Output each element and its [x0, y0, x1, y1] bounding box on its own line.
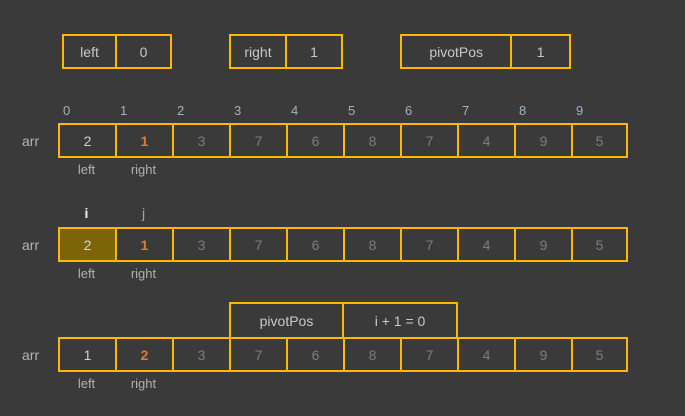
- caption-left-row-2: left: [77, 266, 96, 281]
- index-label-9: 9: [576, 103, 584, 118]
- array-cell-r2-9[interactable]: 5: [571, 227, 628, 262]
- caption-left-row-3: left: [77, 376, 96, 391]
- array-cell-r3-6[interactable]: 7: [400, 337, 457, 372]
- array-cell-r1-1[interactable]: 1: [115, 123, 172, 158]
- array-cell-r1-7[interactable]: 4: [457, 123, 514, 158]
- variable-value-right: 1: [310, 43, 318, 60]
- caption-right-row-3: right: [130, 376, 157, 391]
- index-label-5: 5: [348, 103, 356, 118]
- index-label-2: 2: [177, 103, 185, 118]
- array-label-row-1: arr: [22, 132, 40, 149]
- caption-right-row-1: right: [130, 162, 157, 177]
- array-cell-r3-4[interactable]: 6: [286, 337, 343, 372]
- variable-box-pivotpos: pivotPos 1: [400, 34, 571, 69]
- annotation-expression-i-plus-1: i + 1 = 0: [374, 313, 426, 329]
- index-ruler: 0 1 2 3 4 5 6 7 8 9: [58, 103, 628, 119]
- array-cell-r2-1[interactable]: 1: [115, 227, 172, 262]
- array-cell-r3-8[interactable]: 9: [514, 337, 571, 372]
- index-label-7: 7: [462, 103, 470, 118]
- variable-box-left: left 0: [62, 34, 172, 69]
- index-label-3: 3: [234, 103, 242, 118]
- array-cell-r1-6[interactable]: 7: [400, 123, 457, 158]
- index-label-8: 8: [519, 103, 527, 118]
- index-label-1: 1: [120, 103, 128, 118]
- index-label-4: 4: [291, 103, 299, 118]
- array-cell-r1-4[interactable]: 6: [286, 123, 343, 158]
- array-cell-r3-1[interactable]: 2: [115, 337, 172, 372]
- variable-box-right: right 1: [229, 34, 343, 69]
- pointer-j-row-2: j: [141, 205, 146, 221]
- array-cell-r2-6[interactable]: 7: [400, 227, 457, 262]
- caption-left-row-1: left: [77, 162, 96, 177]
- array-cell-r3-5[interactable]: 8: [343, 337, 400, 372]
- index-label-0: 0: [63, 103, 71, 118]
- array-cell-r1-0[interactable]: 2: [58, 123, 115, 158]
- array-cell-r2-7[interactable]: 4: [457, 227, 514, 262]
- array-row-1: 2 1 3 7 6 8 7 4 9 5: [58, 123, 628, 158]
- index-label-6: 6: [405, 103, 413, 118]
- array-cell-r2-8[interactable]: 9: [514, 227, 571, 262]
- array-cell-r1-3[interactable]: 7: [229, 123, 286, 158]
- array-cell-r3-7[interactable]: 4: [457, 337, 514, 372]
- array-cell-r2-5[interactable]: 8: [343, 227, 400, 262]
- array-cell-r3-2[interactable]: 3: [172, 337, 229, 372]
- variable-name-pivotpos: pivotPos: [402, 36, 513, 67]
- array-cell-r2-4[interactable]: 6: [286, 227, 343, 262]
- array-row-3: 1 2 3 7 6 8 7 4 9 5: [58, 337, 628, 372]
- annotation-box-pivotpos: pivotPos i + 1 = 0: [229, 302, 458, 338]
- variable-value-pivotpos: 1: [536, 43, 545, 60]
- pointer-i-row-2: i: [84, 205, 89, 221]
- array-cell-r3-0[interactable]: 1: [58, 337, 115, 372]
- array-label-row-3: arr: [22, 346, 40, 363]
- annotation-label-pivotpos: pivotPos: [231, 304, 344, 338]
- variable-name-right: right: [231, 36, 287, 67]
- array-cell-r3-9[interactable]: 5: [571, 337, 628, 372]
- array-cell-r1-2[interactable]: 3: [172, 123, 229, 158]
- caption-right-row-2: right: [130, 266, 157, 281]
- array-label-row-2: arr: [22, 236, 40, 253]
- array-cell-r1-5[interactable]: 8: [343, 123, 400, 158]
- array-cell-r2-3[interactable]: 7: [229, 227, 286, 262]
- array-row-2: 2 1 3 7 6 8 7 4 9 5: [58, 227, 628, 262]
- array-cell-r2-2[interactable]: 3: [172, 227, 229, 262]
- array-cell-r2-0[interactable]: 2: [58, 227, 115, 262]
- array-cell-r3-3[interactable]: 7: [229, 337, 286, 372]
- array-cell-r1-8[interactable]: 9: [514, 123, 571, 158]
- array-cell-r1-9[interactable]: 5: [571, 123, 628, 158]
- variable-value-left: 0: [139, 43, 148, 60]
- variable-name-left: left: [64, 36, 118, 67]
